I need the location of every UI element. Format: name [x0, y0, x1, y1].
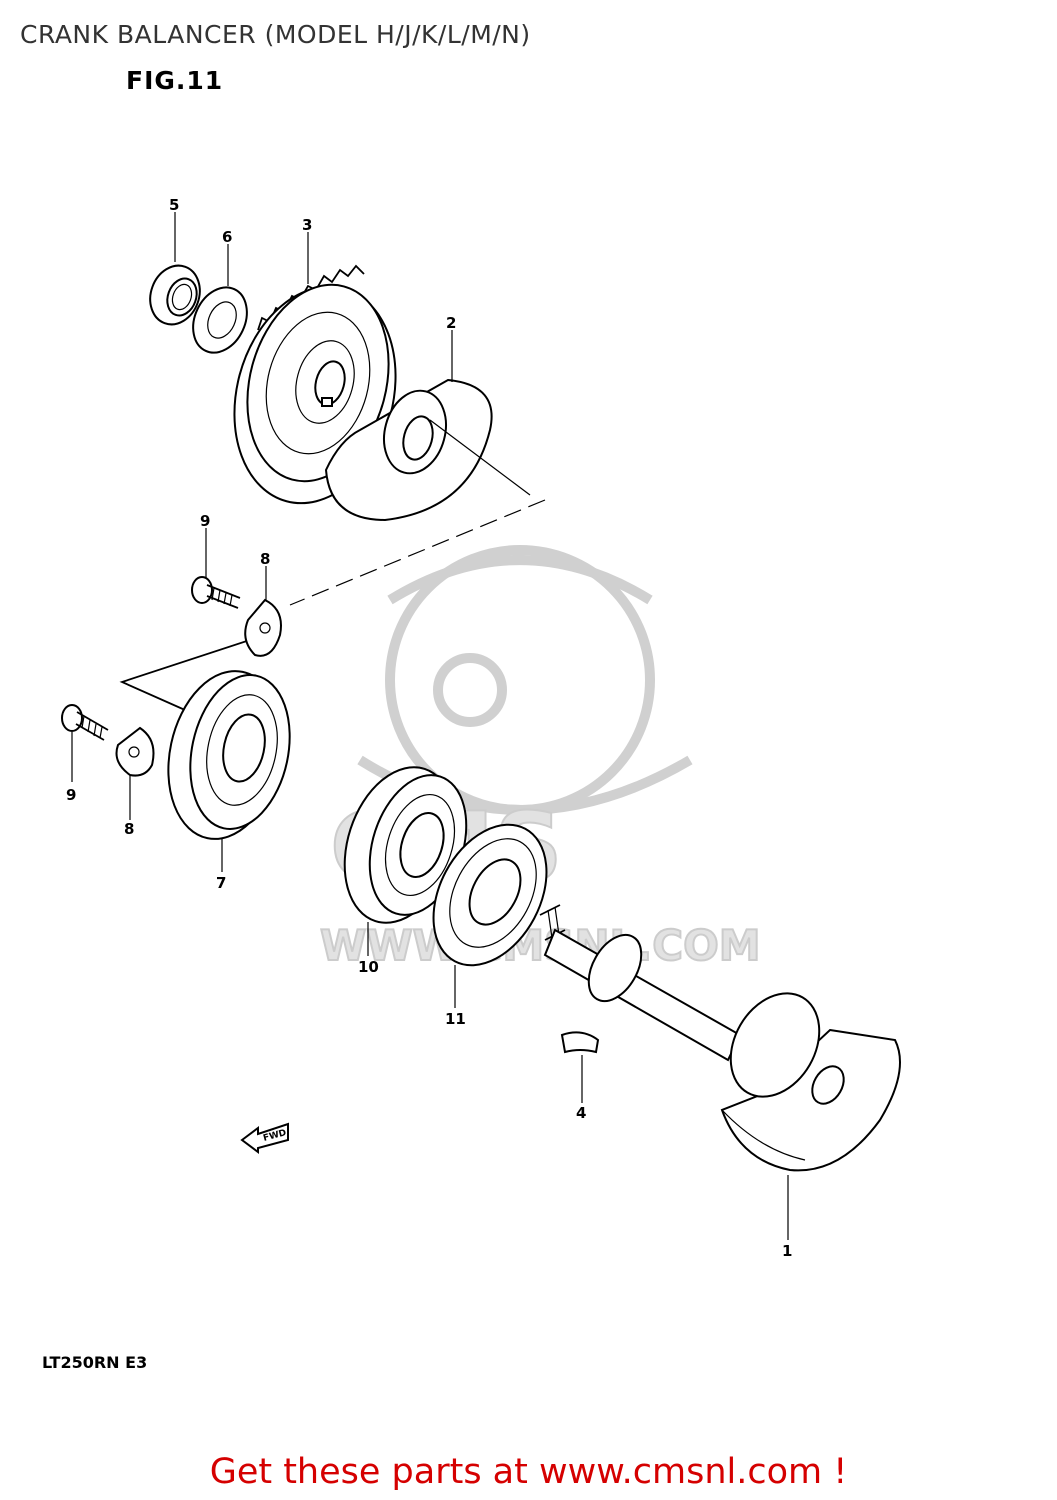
part-7-bearing — [167, 670, 291, 840]
part-8-plate-upper — [244, 598, 282, 657]
part-1-balancer-shaft — [539, 904, 901, 1172]
part-8-plate-lower — [115, 726, 155, 777]
part-9-bolt-upper — [191, 576, 241, 609]
callout-3: 3 — [302, 216, 312, 234]
callouts: 5 6 3 2 9 8 9 8 7 10 11 4 1 — [66, 196, 792, 1260]
footer-link[interactable]: Get these parts at www.cmsnl.com ! — [209, 1452, 848, 1492]
part-11-oil-seal — [432, 823, 548, 967]
part-4-key — [560, 1031, 600, 1054]
callout-5: 5 — [169, 196, 179, 214]
callout-8-upper: 8 — [260, 550, 270, 568]
callout-2: 2 — [446, 314, 456, 332]
part-10-bearing — [343, 766, 468, 924]
part-6-washer — [192, 286, 248, 354]
page-title: CRANK BALANCER (MODEL H/J/K/L/M/N) — [20, 20, 531, 49]
figure-label: FIG.11 — [126, 66, 224, 95]
callout-7: 7 — [216, 874, 226, 892]
callout-4: 4 — [576, 1104, 586, 1122]
callout-9-lower: 9 — [66, 786, 76, 804]
callout-6: 6 — [222, 228, 232, 246]
model-code: LT250RN E3 — [42, 1353, 148, 1372]
part-5-nut — [149, 264, 201, 326]
part-2-balancer-weight — [324, 378, 531, 522]
fwd-arrow-icon: FWD — [240, 1122, 289, 1154]
callout-9-upper: 9 — [200, 512, 210, 530]
callout-8-lower: 8 — [124, 820, 134, 838]
part-9-bolt-lower — [61, 704, 109, 741]
callout-11: 11 — [445, 1010, 466, 1028]
watermark-url: WWW.CMSNL.COM — [320, 921, 761, 970]
callout-10: 10 — [358, 958, 379, 976]
callout-1: 1 — [782, 1242, 792, 1260]
leader-lines — [71, 212, 789, 1240]
